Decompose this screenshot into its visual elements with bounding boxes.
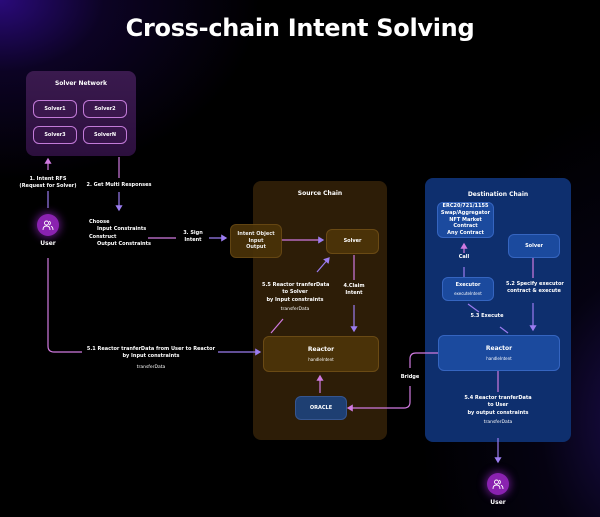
contract-line: ERC20/721/1155 <box>442 203 489 210</box>
step-5-4-sub: transferData <box>483 419 513 425</box>
destination-solver-box[interactable]: Solver <box>508 234 560 258</box>
step-5-5-sub: transferData <box>280 306 310 312</box>
step-5-4-line: by output constraints <box>467 409 529 416</box>
choose-line: Construct <box>89 233 117 240</box>
step-5-1-sub: transferData <box>136 364 166 370</box>
solver-network-title: Solver Network <box>54 80 108 87</box>
step-5-3-label: 5.3 Execute <box>470 313 504 319</box>
arrow-reactor-to-solver <box>316 257 330 273</box>
user-label-left: User <box>40 240 56 247</box>
step-1-line: 1. Intent RFS <box>29 176 67 182</box>
destination-reactor-box[interactable]: Reactor handleIntent <box>438 335 560 371</box>
destination-reactor-sub: handleIntent <box>486 355 512 361</box>
users-icon <box>42 220 54 230</box>
arrow-bridge <box>409 352 438 368</box>
arrow-reactor-to-solver <box>270 318 284 334</box>
page-title: Cross-chain Intent Solving <box>125 14 475 42</box>
source-chain-title: Source Chain <box>297 190 343 197</box>
step-5-1-label: 5.1 Reactor tranferData from User to Rea… <box>86 346 216 371</box>
step-5-4-line: to User <box>487 402 509 409</box>
executor-title: Executor <box>455 281 481 288</box>
users-icon <box>492 479 504 489</box>
step-3-line: 3. Sign <box>183 230 203 236</box>
intent-object-line: Output <box>246 244 266 251</box>
arrow-execute <box>499 326 509 334</box>
step-4-line: Intent <box>345 290 363 297</box>
step-5-4-line: 5.4 Reactor tranferData <box>464 395 532 401</box>
arrow-user-to-reactor <box>47 258 82 353</box>
step-5-2-line: 5.2 Specify executor <box>506 281 564 287</box>
destination-chain-title: Destination Chain <box>467 191 529 198</box>
solver-network-panel: Solver Network Solver1 Solver2 Solver3 S… <box>26 71 136 156</box>
user-avatar-right[interactable] <box>487 473 509 495</box>
arrow-execute <box>467 303 480 313</box>
destination-reactor-title: Reactor <box>485 344 513 352</box>
contract-line: Any Contract <box>447 230 484 237</box>
step-5-1-line: 5.1 Reactor tranferData from User to Rea… <box>86 346 216 352</box>
contract-line: Swap/Aggregator <box>440 209 491 216</box>
executor-box[interactable]: Executor executeIntent <box>442 277 494 301</box>
contract-line: NFT Market Contract <box>449 216 482 230</box>
step-1-label: 1. Intent RFS (Request for Solver) <box>14 176 82 191</box>
call-label: Call <box>458 254 470 260</box>
choose-line: Input Constraints <box>97 226 147 233</box>
step-1-line: (Request for Solver) <box>19 183 77 190</box>
oracle-box[interactable]: ORACLE <box>295 396 347 420</box>
source-solver-box[interactable]: Solver <box>326 229 379 254</box>
step-5-5-label: 5.5 Reactor tranferData to Solver by Inp… <box>262 282 330 313</box>
solver-node[interactable]: Solver3 <box>33 126 77 144</box>
solver-node[interactable]: Solver2 <box>83 100 127 118</box>
step-5-4-label: 5.4 Reactor tranferData to User by outpu… <box>463 395 533 426</box>
step-5-2-line: contract & execute <box>507 288 561 295</box>
step-2-label: 2. Get Multi Responses <box>86 182 152 188</box>
source-reactor-sub: handleIntent <box>308 356 334 362</box>
user-avatar-left[interactable] <box>37 214 59 236</box>
intent-object-line: Input <box>248 237 264 244</box>
step-5-5-line: to Solver <box>282 289 308 296</box>
solver-node[interactable]: Solver1 <box>33 100 77 118</box>
source-reactor-title: Reactor <box>307 345 335 353</box>
step-3-line: Intent <box>184 237 202 244</box>
bridge-label: Bridge <box>400 374 420 380</box>
solver-node[interactable]: SolverN <box>83 126 127 144</box>
step-4-label: 4.Claim Intent <box>340 283 368 298</box>
intent-object-line: Intent Object <box>237 230 275 237</box>
choose-construct-label: Choose Input Constraints Construct Outpu… <box>89 219 151 248</box>
destination-contracts-box[interactable]: ERC20/721/1155 Swap/Aggregator NFT Marke… <box>437 202 494 238</box>
source-reactor-box[interactable]: Reactor handleIntent <box>263 336 379 372</box>
step-4-line: 4.Claim <box>343 283 365 289</box>
user-label-right: User <box>490 499 506 506</box>
step-5-5-line: by Input constraints <box>266 296 324 303</box>
choose-line: Output Constraints <box>97 240 151 247</box>
intent-object-box[interactable]: Intent Object Input Output <box>230 224 282 258</box>
step-5-2-label: 5.2 Specify executor contract & execute <box>506 281 564 296</box>
step-3-label: 3. Sign Intent <box>177 230 209 245</box>
executor-sub: executeIntent <box>454 290 482 296</box>
step-5-5-line: 5.5 Reactor tranferData <box>262 282 330 288</box>
arrow-bridge <box>346 386 411 412</box>
step-5-1-line: by Input constraints <box>122 353 180 360</box>
choose-line: Choose <box>89 219 110 225</box>
